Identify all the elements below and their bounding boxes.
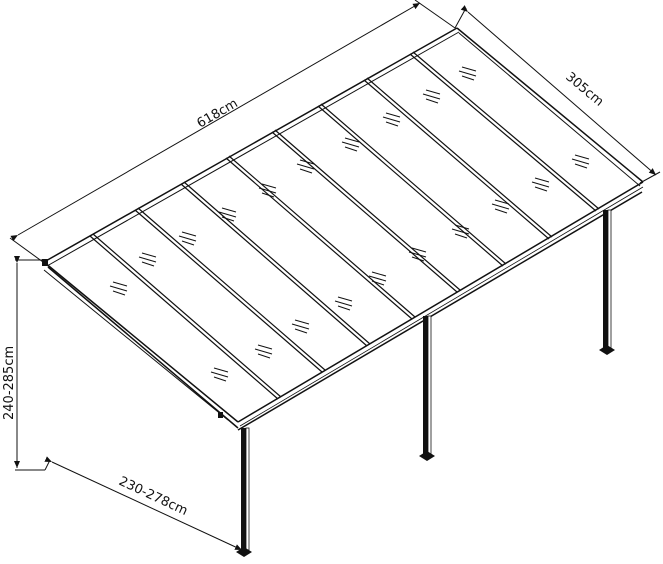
wall-brackets xyxy=(42,259,223,418)
rafters xyxy=(89,51,600,400)
roof xyxy=(43,27,644,431)
dimension-length-label: 618cm xyxy=(195,96,241,131)
dimension-height-label: 240-285cm xyxy=(2,346,17,420)
dimension-depth: 305cm xyxy=(454,5,661,184)
panel-glare-marks xyxy=(109,66,590,382)
dimension-wall-offset: 230-278cm xyxy=(44,456,243,551)
post-right xyxy=(599,209,615,355)
post-left xyxy=(236,427,252,557)
post-middle xyxy=(419,315,435,461)
dimension-depth-label: 305cm xyxy=(562,70,606,110)
dimension-height: 240-285cm xyxy=(2,256,51,471)
dimension-length: 618cm xyxy=(9,0,456,263)
